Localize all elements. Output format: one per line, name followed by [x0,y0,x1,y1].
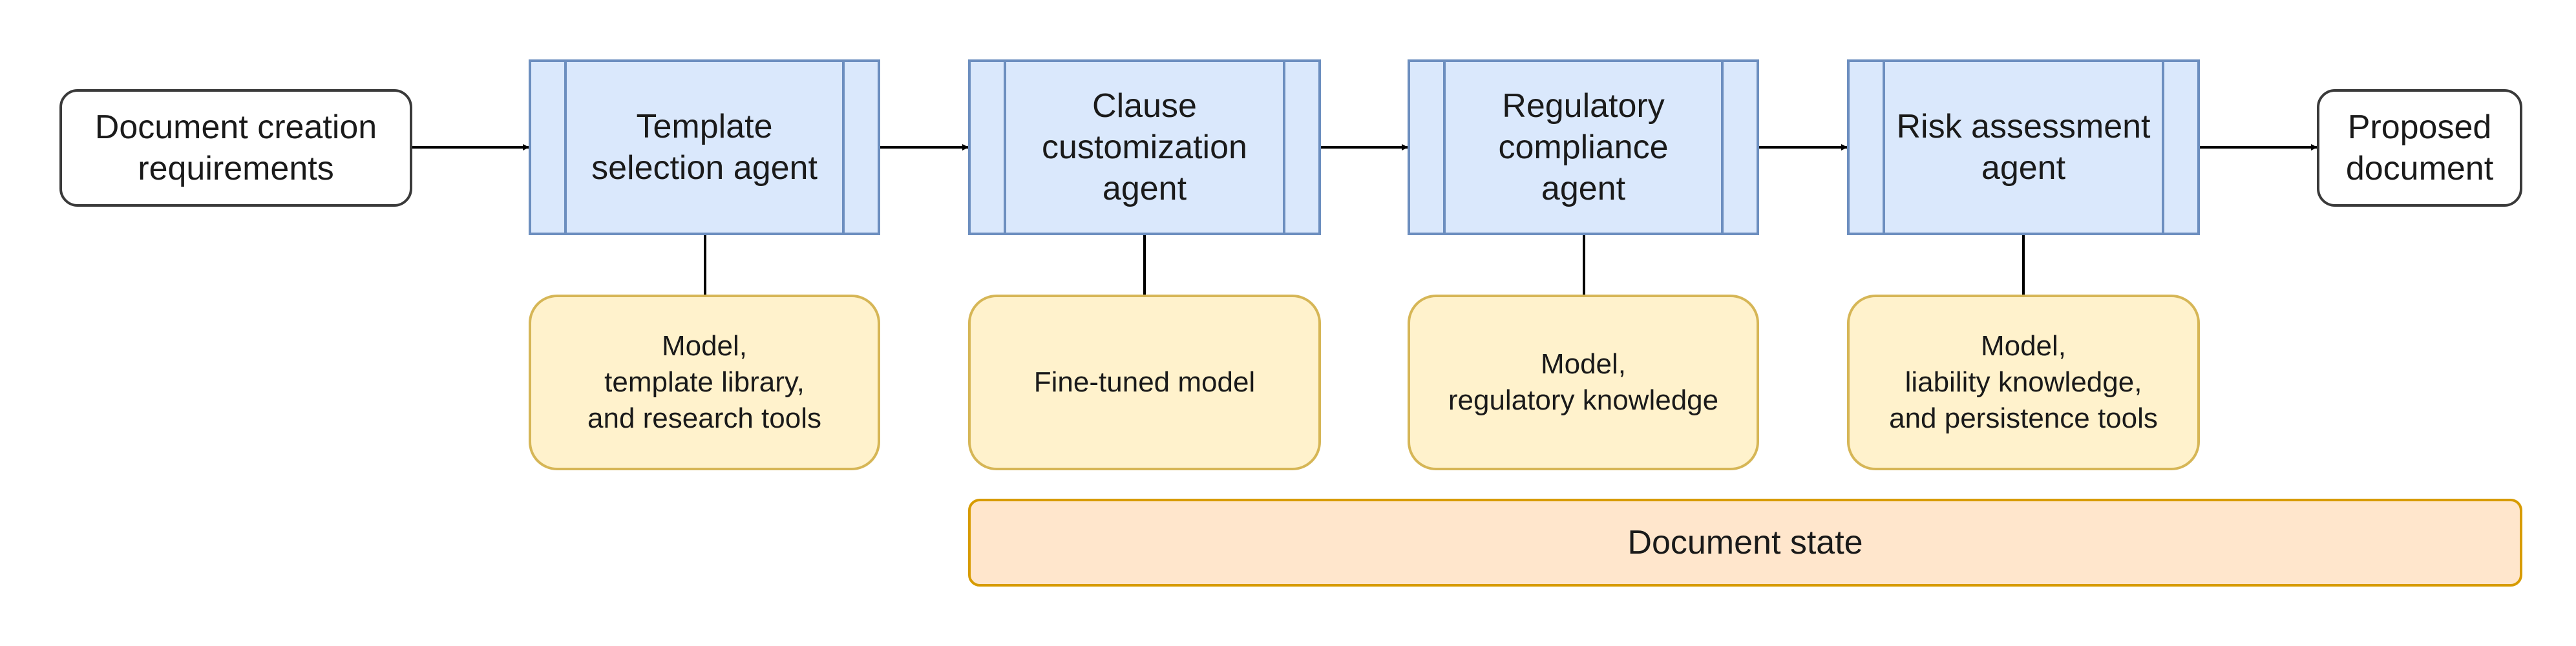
clause-customization-agent: Clause customization agent [968,59,1321,235]
risk-agent-resources: Model, liability knowledge, and persiste… [1847,295,2200,470]
regulatory-compliance-agent: Regulatory compliance agent [1408,59,1759,235]
start-node: Document creation requirements [59,89,412,207]
resource-label: Model, regulatory knowledge [1448,348,1719,416]
document-state-label: Document state [1627,524,1863,561]
agent-right-bar [2162,62,2164,233]
template-selection-agent: Template selection agent [529,59,880,235]
template-agent-resources: Model, template library, and research to… [529,295,880,470]
resource-label: Fine-tuned model [1033,366,1256,398]
document-state-bar: Document state [968,499,2522,587]
agent-right-bar [1283,62,1285,233]
start-label: Document creation requirements [94,109,377,187]
agent-label: Risk assessment agent [1896,108,2151,187]
regulatory-agent-resources: Model, regulatory knowledge [1408,295,1759,470]
agent-left-bar [1443,62,1446,233]
agent-left-bar [1004,62,1006,233]
resource-label: Model, liability knowledge, and persiste… [1889,330,2158,434]
end-label: Proposed document [2345,109,2494,187]
agent-right-bar [842,62,845,233]
agent-right-bar [1721,62,1724,233]
end-node: Proposed document [2317,89,2522,207]
agent-label: Clause customization agent [1042,87,1247,207]
agent-left-bar [564,62,567,233]
clause-agent-resources: Fine-tuned model [968,295,1321,470]
risk-assessment-agent: Risk assessment agent [1847,59,2200,235]
agent-label: Regulatory compliance agent [1498,87,1669,207]
agent-label: Template selection agent [591,108,818,187]
resource-label: Model, template library, and research to… [587,330,821,434]
agent-left-bar [1883,62,1885,233]
